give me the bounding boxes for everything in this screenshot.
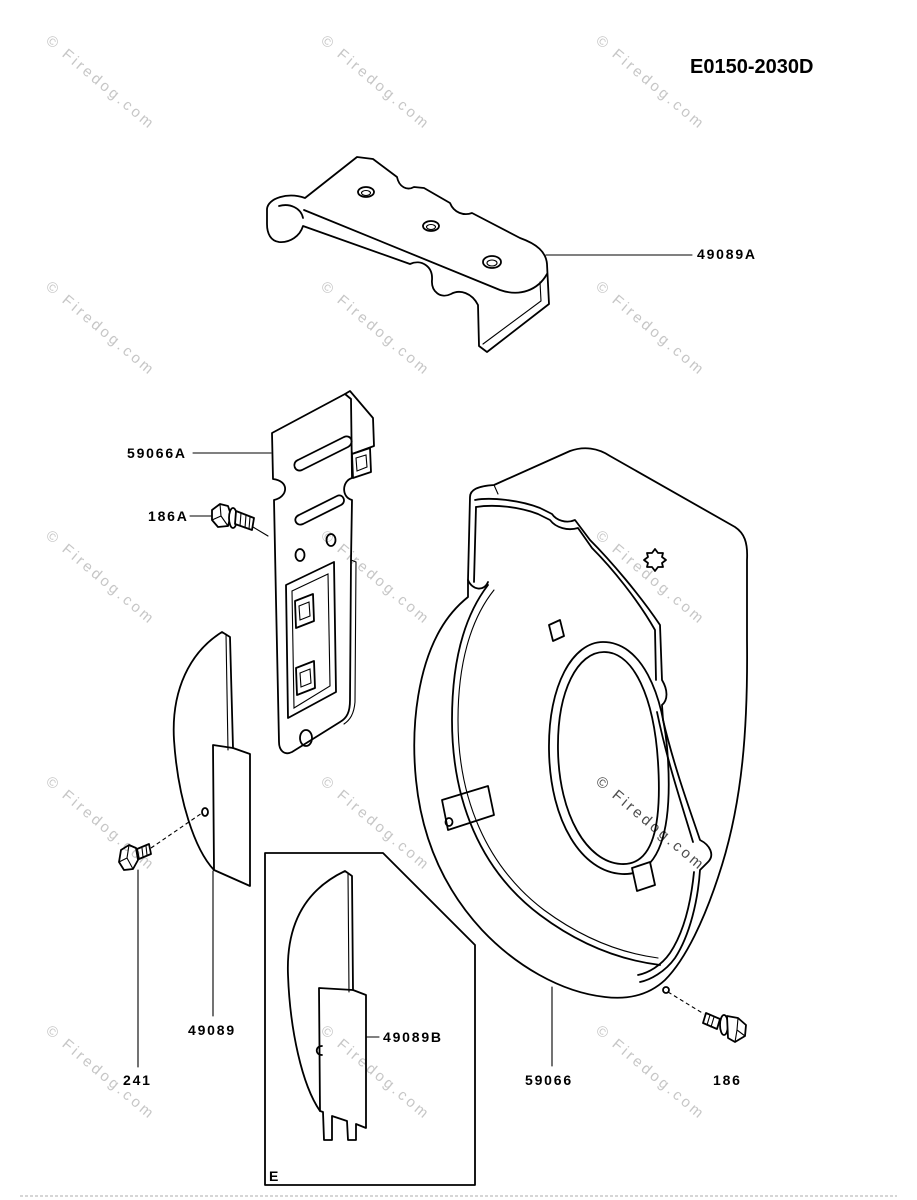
label-59066: 59066 <box>525 1072 573 1088</box>
shield-b-front-panel-edge <box>318 987 354 1112</box>
housing-tab-lower <box>631 861 656 892</box>
cover-flange-edge <box>482 281 542 345</box>
cover-fold-line <box>303 209 548 294</box>
tab-face <box>355 454 368 472</box>
shield-outline <box>172 631 251 887</box>
part-59066-fan-housing <box>413 447 749 999</box>
plate-hole <box>325 533 337 547</box>
bolt-186A <box>211 503 255 531</box>
assembly-line-241 <box>150 812 203 849</box>
label-186: 186 <box>713 1072 742 1088</box>
part-49089A-cover <box>266 156 550 353</box>
drawing-code: E0150-2030D <box>690 56 813 78</box>
bolt-head-facets <box>118 844 134 870</box>
inset-label: E <box>269 1168 280 1184</box>
watermark-text: © Firedog.com <box>42 32 158 133</box>
mounting-hole-inner <box>425 223 437 231</box>
thread-lines <box>141 845 148 858</box>
watermark-text: © Firedog.com <box>42 527 158 628</box>
bolt-head-facets <box>211 503 229 527</box>
watermark-text: © Firedog.com <box>42 773 158 874</box>
bolt-head <box>726 1015 747 1043</box>
watermark-text: © Firedog.com <box>317 32 433 133</box>
housing-scroll-rim <box>451 584 661 966</box>
mounting-hole <box>357 186 375 198</box>
plate-hole <box>294 548 306 562</box>
thread-lines <box>239 512 251 530</box>
label-241: 241 <box>123 1072 152 1088</box>
channel-tab-upper-face <box>298 601 311 621</box>
assembly-line-186 <box>667 991 705 1015</box>
watermark-text: © Firedog.com <box>592 1022 708 1123</box>
channel-outer <box>285 561 337 719</box>
part-49089-shield <box>172 631 251 887</box>
label-186A: 186A <box>148 508 189 524</box>
bolt-head-facets <box>734 1017 746 1043</box>
shield-flange-edge <box>225 633 229 751</box>
bolt-shank <box>136 843 152 860</box>
watermark-text: © Firedog.com <box>592 32 708 133</box>
plate-outline <box>271 393 353 755</box>
watermark-text: © Firedog.com <box>42 278 158 379</box>
fan-opening-inner <box>557 651 660 865</box>
watermark-text: © Firedog.com <box>592 278 708 379</box>
bolt-186 <box>702 1012 747 1043</box>
mounting-hole <box>482 255 502 269</box>
label-49089: 49089 <box>188 1022 236 1038</box>
housing-scroll-rim-inner <box>457 589 659 959</box>
housing-bolt-hole <box>662 986 670 994</box>
part-59066A-plate <box>271 390 375 755</box>
plate-slot <box>294 494 345 526</box>
watermark-text: © Firedog.com <box>317 278 433 379</box>
channel-tab-lower-face <box>299 668 312 688</box>
label-49089A: 49089A <box>697 246 757 262</box>
housing-left-flange <box>473 506 477 583</box>
inset-frame <box>264 852 476 1186</box>
inset-box-e: E 49089B <box>264 852 476 1186</box>
housing-star-hole <box>643 548 667 572</box>
thread-lines <box>706 1014 715 1028</box>
bolt-head <box>118 844 139 871</box>
plate-channel <box>285 561 337 719</box>
cover-mounting-holes <box>357 186 502 269</box>
cover-curl-inner <box>278 204 304 219</box>
shield-b-hole <box>315 1045 323 1056</box>
housing-tab-upper <box>548 619 565 642</box>
mounting-hole-inner <box>486 259 498 267</box>
plate-tab <box>351 447 372 479</box>
bolt-shank <box>702 1012 721 1030</box>
cover-outline <box>266 156 550 353</box>
channel-tab-upper <box>294 593 315 629</box>
housing-hole-left <box>444 817 454 827</box>
housing-fan-opening <box>548 641 670 875</box>
tab-body <box>351 447 372 479</box>
shield-front-panel-edge <box>212 744 234 871</box>
fan-opening-outer <box>548 641 670 875</box>
label-59066A: 59066A <box>127 445 187 461</box>
shield-b-outline <box>287 870 367 1141</box>
mounting-hole-inner <box>360 189 372 197</box>
housing-top-corner <box>493 484 499 495</box>
channel-inner <box>291 573 331 709</box>
plate-edge-thickness <box>343 559 357 725</box>
mounting-hole <box>422 220 440 232</box>
bolt-241 <box>118 843 152 871</box>
shield-hole <box>201 807 209 817</box>
bolt-shank <box>234 510 255 531</box>
housing-rim-outer <box>474 497 713 983</box>
part-49089B-shield <box>287 870 367 1141</box>
assembly-line-186A <box>252 526 269 537</box>
channel-tab-lower <box>295 660 316 696</box>
shield-b-flange-edge <box>347 872 350 993</box>
housing-notch <box>467 579 489 590</box>
housing-rim-inner <box>475 504 695 976</box>
plate-hole-lower <box>299 729 313 747</box>
plate-slot <box>293 435 353 472</box>
label-49089B: 49089B <box>383 1029 443 1045</box>
